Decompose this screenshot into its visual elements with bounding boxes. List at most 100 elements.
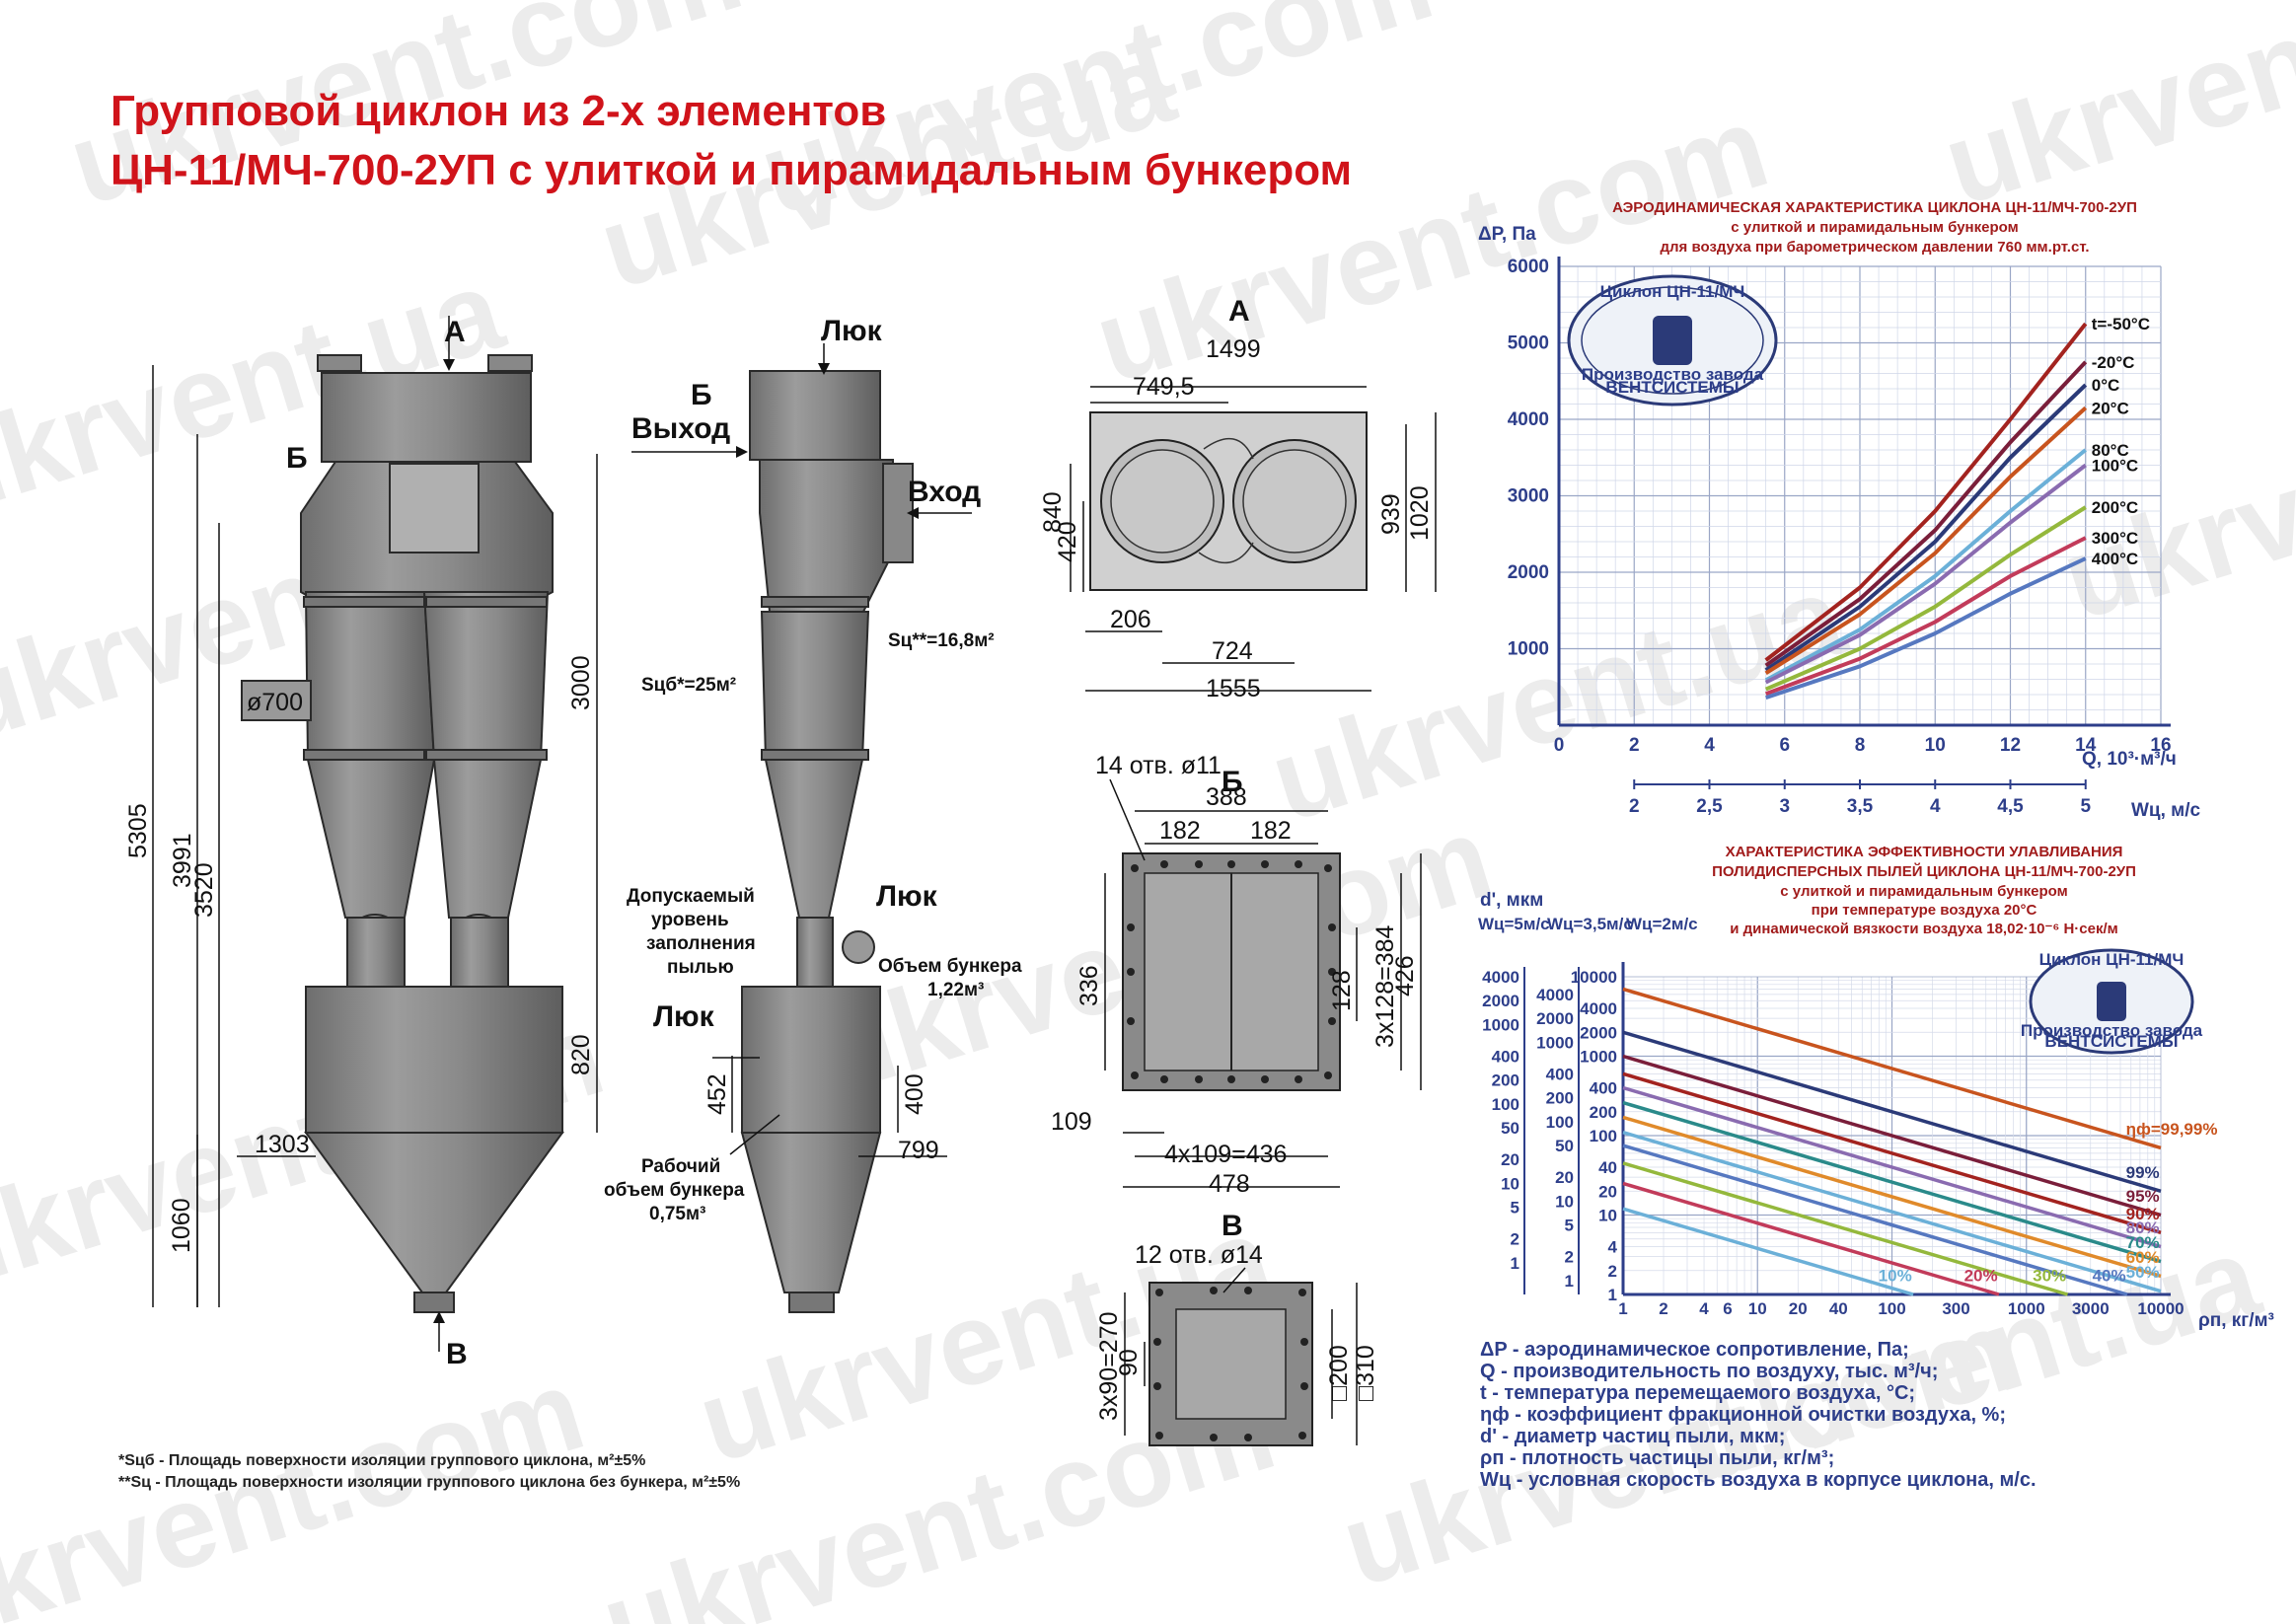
chart2-col1-tick: 200	[1492, 1071, 1519, 1090]
working-volume-3: 0,75м³	[649, 1204, 705, 1224]
chart2-series-label: 60%	[2126, 1248, 2160, 1267]
chart2-title-1: ХАРАКТЕРИСТИКА ЭФФЕКТИВНОСТИ УЛАВЛИВАНИЯ	[1726, 844, 2123, 860]
chart2-badge-text-3: ВЕНТСИСТЕМЫ	[2044, 1032, 2178, 1051]
chart2-x-tick: 40	[1829, 1299, 1848, 1318]
dim-478: 478	[1209, 1170, 1250, 1198]
dim-5305: 5305	[124, 803, 152, 858]
chart1-series-line	[1764, 322, 2088, 662]
chart2-col-label-1: Wц=5м/с	[1478, 915, 1550, 933]
chart1-ylabel: ΔP, Па	[1478, 224, 1536, 245]
chart2-x-tick: 10	[1748, 1299, 1767, 1318]
chart1-subtitle-2: для воздуха при барометрическом давлении…	[1660, 239, 2089, 256]
chart2-col1-tick: 10	[1501, 1174, 1519, 1193]
holes-b: 14 отв. ø11	[1095, 752, 1222, 779]
chart1-badge-text-3: ВЕНТСИСТЕМЫ	[1605, 378, 1739, 397]
chart2-col2-tick: 1	[1565, 1272, 1574, 1291]
chart2-series-line	[1622, 1100, 2162, 1264]
chart2-series-line	[1622, 1181, 2000, 1296]
chart1-series-label: -20°C	[2092, 353, 2135, 372]
dim-939: 939	[1377, 493, 1405, 535]
dim-s310: □310	[1352, 1345, 1379, 1401]
dim-336: 336	[1075, 965, 1103, 1006]
side-view-dimension-lines	[631, 343, 972, 1157]
legend-item: ρп - плотность частицы пыли, кг/м³;	[1480, 1447, 1835, 1469]
dim-820: 820	[567, 1034, 595, 1075]
title-line-1: Групповой циклон из 2-х элементов	[111, 87, 887, 135]
chart2-ylabel: d', мкм	[1480, 890, 1543, 911]
chart1-y-tick: 3000	[1508, 486, 1549, 507]
side-arrow-b: Б	[691, 379, 712, 411]
chart1-x-tick: 16	[2150, 735, 2171, 756]
chart2-col1-tick: 20	[1501, 1150, 1519, 1169]
chart2-col2-tick: 2000	[1536, 1009, 1574, 1028]
chart2-y-tick: 4000	[1580, 999, 1617, 1018]
view-v-label: В	[1222, 1210, 1243, 1242]
chart1-series-label: 100°C	[2092, 457, 2138, 476]
side-hatch-mid: Люк	[876, 880, 938, 913]
chart2-y-tick: 400	[1590, 1079, 1617, 1098]
dim-270: 3x90=270	[1095, 1311, 1123, 1421]
dim-724: 724	[1212, 637, 1253, 665]
allowable-level-2: уровень	[651, 910, 729, 930]
chart2-col2-tick: 200	[1546, 1089, 1574, 1108]
chart1-series-label: 200°C	[2092, 498, 2138, 517]
dim-1555: 1555	[1206, 675, 1261, 702]
side-hatch-top: Люк	[821, 315, 883, 347]
chart2-x-tick: 4	[1699, 1299, 1709, 1318]
dim-1060: 1060	[168, 1198, 195, 1253]
chart1-x-tick: 0	[1554, 735, 1565, 756]
chart1-y-tick: 5000	[1508, 333, 1549, 354]
dim-diam-700: ø700	[247, 689, 303, 716]
chart1-x-tick: 10	[1925, 735, 1946, 756]
chart2-subtitle-2: при температуре воздуха 20°С	[1812, 902, 2037, 919]
front-view-dimension-lines	[152, 316, 598, 1352]
chart2-col2-tick: 5	[1565, 1217, 1574, 1235]
chart2-series-line	[1622, 987, 2162, 1150]
chart2-col1-tick: 400	[1492, 1048, 1519, 1067]
chart2-y-tick: 4	[1608, 1238, 1618, 1257]
view-b: Б 14 отв. ø11 388 182 182 336 128 3x128=…	[1051, 752, 1422, 1198]
dim-426: 426	[1391, 955, 1419, 997]
chart1-x-tick: 12	[2000, 735, 2021, 756]
chart2-series-line	[1622, 1071, 2162, 1235]
footnote: *Sцб - Площадь поверхности изоляции груп…	[118, 1452, 646, 1469]
chart2-series-line	[1622, 1115, 2162, 1279]
chart1-series-line	[1764, 463, 2087, 685]
chart1-series-line	[1765, 556, 2087, 700]
bunker-volume-1: Объем бункера	[878, 956, 1022, 977]
chart1-subtitle-1: с улиткой и пирамидальным бункером	[1731, 219, 2018, 236]
dim-452: 452	[704, 1073, 731, 1115]
chart1-x2-tick: 3,5	[1847, 796, 1874, 817]
dim-1303: 1303	[255, 1131, 310, 1158]
chart2-y-tick: 100	[1590, 1127, 1617, 1145]
dim-182-a: 182	[1159, 817, 1201, 845]
chart2-x-tick: 6	[1723, 1299, 1732, 1318]
chart1-y-tick: 1000	[1508, 639, 1549, 660]
chart2-badge-text-1: Циклон ЦН-11/МЧ	[2039, 950, 2185, 969]
chart2-subtitle-3: и динамической вязкости воздуха 18,02·10…	[1730, 921, 2118, 937]
area-no-bunker: Sц**=16,8м²	[888, 630, 995, 651]
chart1-series-line	[1764, 505, 2087, 692]
chart1-series-label: 20°C	[2092, 399, 2129, 417]
chart2-col1-tick: 4000	[1482, 968, 1519, 987]
dim-182-b: 182	[1250, 817, 1292, 845]
legend: ΔP - аэродинамическое сопротивление, Па;…	[1480, 1339, 2037, 1491]
chart2-col1-tick: 5	[1511, 1199, 1519, 1218]
chart2-y-tick: 20	[1598, 1182, 1617, 1201]
view-v: В 12 отв. ø14 3x90=270 90 □200 □310	[1095, 1210, 1379, 1446]
view-a: А 1499 749,5 840 420 939 1020 206 724 15…	[1039, 295, 1437, 702]
chart1-x2-tick: 4,5	[1997, 796, 2024, 817]
view-b-label: Б	[1222, 766, 1243, 798]
chart2-col1-tick: 1000	[1482, 1015, 1519, 1034]
dim-420: 420	[1054, 521, 1081, 562]
chart1-title: АЭРОДИНАМИЧЕСКАЯ ХАРАКТЕРИСТИКА ЦИКЛОНА …	[1612, 199, 2137, 216]
chart-aerodynamic: АЭРОДИНАМИЧЕСКАЯ ХАРАКТЕРИСТИКА ЦИКЛОНА …	[1478, 199, 2201, 821]
chart2-y-tick: 200	[1590, 1103, 1617, 1122]
dim-3991: 3991	[169, 833, 196, 888]
chart2-series-line	[1622, 1054, 2162, 1218]
chart2-series-line	[1622, 1085, 2162, 1249]
chart1-series-line	[1764, 536, 2087, 697]
view-a-label: А	[1228, 295, 1250, 328]
allowable-level-4: пылью	[667, 957, 734, 978]
